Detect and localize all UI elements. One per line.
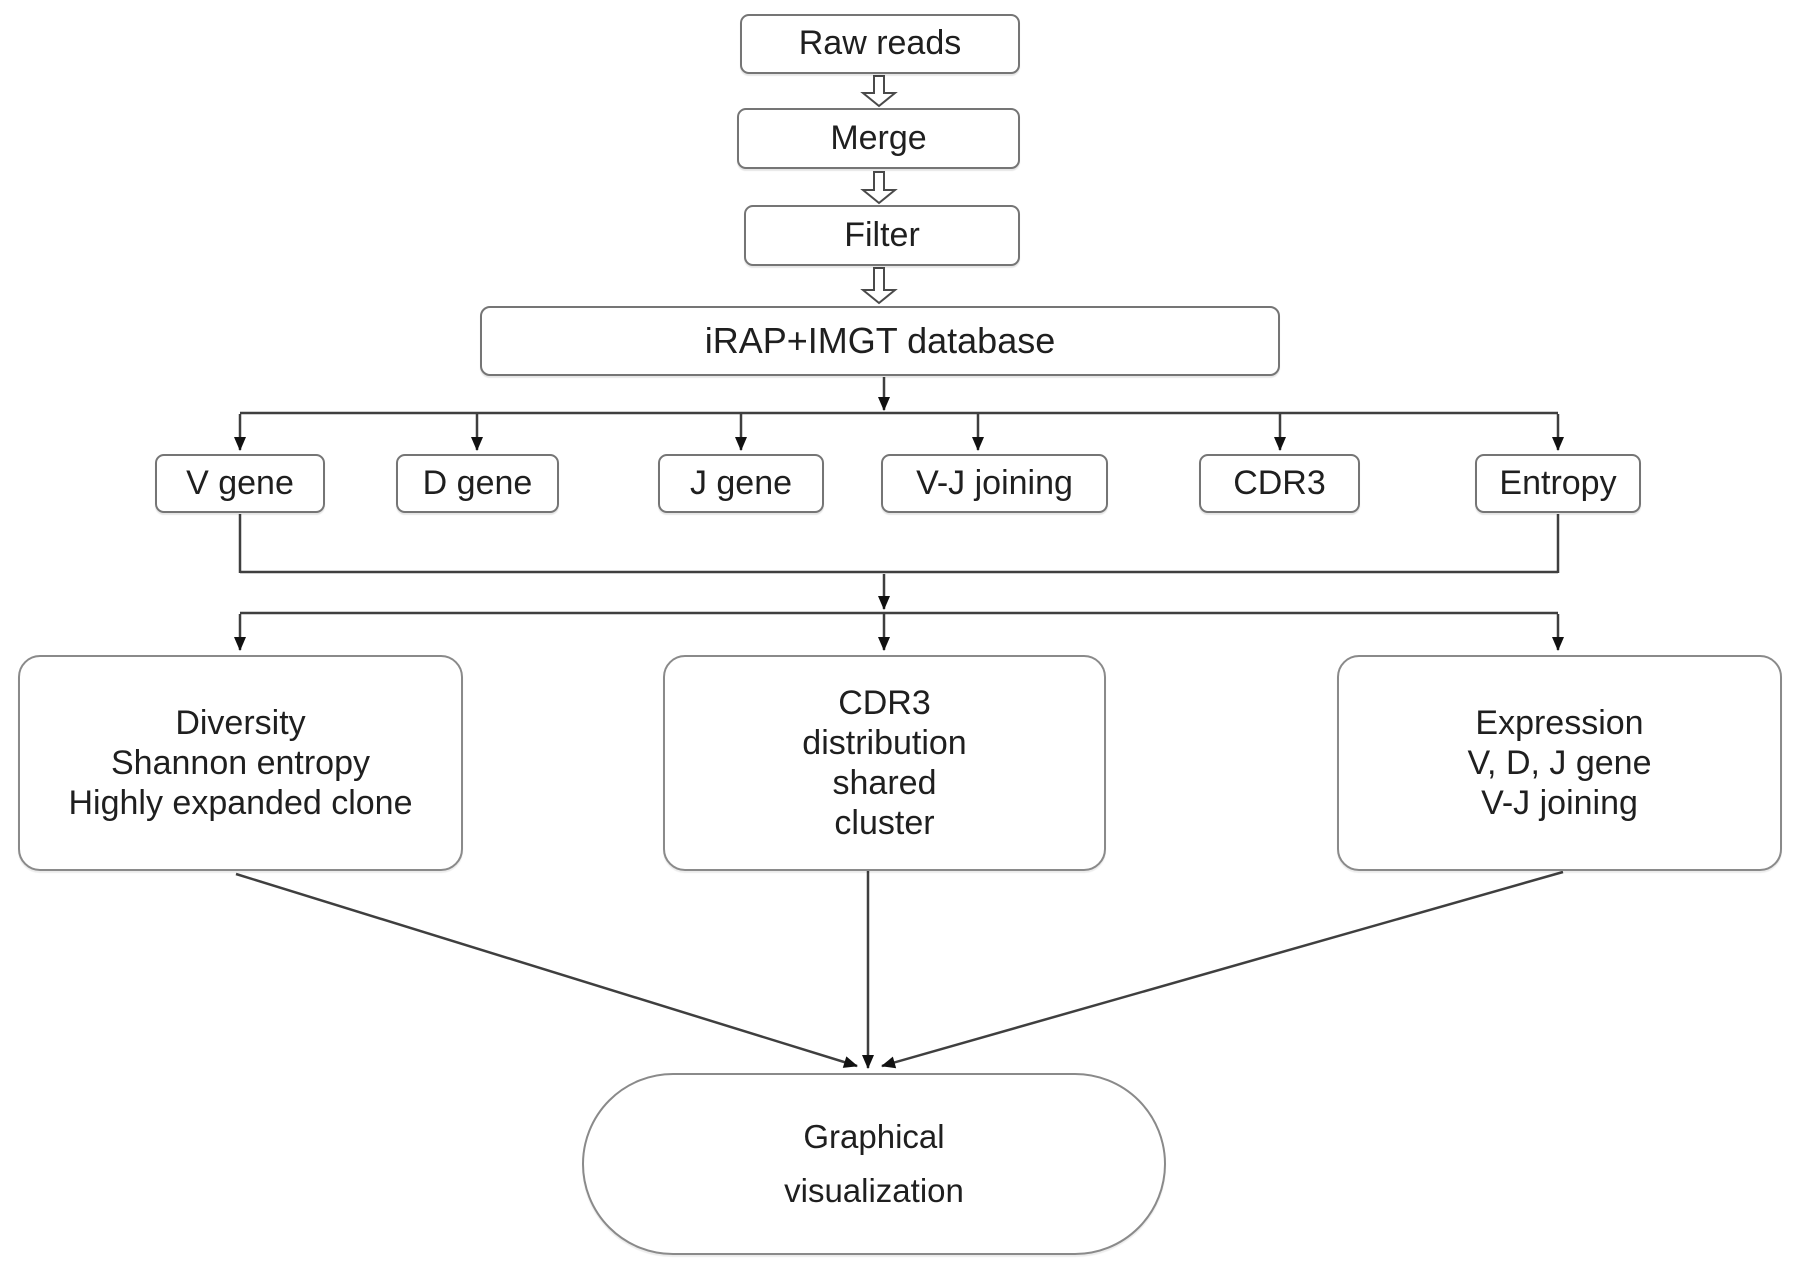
node-expression-summary: Expression V, D, J gene V-J joining <box>1337 655 1782 871</box>
node-v-gene-label: V gene <box>186 463 294 502</box>
node-cdr3-summary-lines: CDR3 distribution shared cluster <box>665 683 1104 843</box>
node-merge-label: Merge <box>830 118 927 157</box>
node-raw-reads-label: Raw reads <box>798 24 962 63</box>
node-d-gene-label: D gene <box>422 463 533 502</box>
node-v-gene: V gene <box>155 454 325 513</box>
node-vj-joining-label: V-J joining <box>916 463 1073 502</box>
node-d-gene: D gene <box>396 454 559 513</box>
summary-line: V, D, J gene <box>1467 744 1652 782</box>
node-entropy: Entropy <box>1475 454 1641 513</box>
summary-line: shared <box>832 764 937 802</box>
hollow-arrow-filter-to-database <box>860 267 898 305</box>
node-vj-joining: V-J joining <box>881 454 1108 513</box>
node-graphical-visualization-lines: Graphical visualization <box>584 1110 1164 1218</box>
node-expression-summary-lines: Expression V, D, J gene V-J joining <box>1339 703 1780 823</box>
node-graphical-visualization: Graphical visualization <box>582 1073 1166 1255</box>
output-line: Graphical <box>803 1118 945 1155</box>
node-entropy-label: Entropy <box>1499 463 1617 502</box>
node-irap-imgt-database-label: iRAP+IMGT database <box>704 320 1056 362</box>
hollow-arrow-raw-to-merge <box>860 75 898 108</box>
summary-line: cluster <box>834 804 935 842</box>
node-j-gene-label: J gene <box>689 463 793 502</box>
node-irap-imgt-database: iRAP+IMGT database <box>480 306 1280 376</box>
node-merge: Merge <box>737 108 1020 169</box>
hollow-arrow-merge-to-filter <box>860 171 898 205</box>
arrow-expression-to-output <box>881 870 1564 1069</box>
node-cdr3-summary: CDR3 distribution shared cluster <box>663 655 1106 871</box>
node-filter-label: Filter <box>844 215 920 254</box>
arrow-diversity-to-output <box>235 872 858 1068</box>
summary-line: Expression <box>1475 704 1644 742</box>
summary-line: Shannon entropy <box>111 744 370 782</box>
summary-line: CDR3 <box>838 684 931 722</box>
node-cdr3: CDR3 <box>1199 454 1360 513</box>
output-line: visualization <box>784 1172 964 1209</box>
node-diversity-summary: Diversity Shannon entropy Highly expande… <box>18 655 463 871</box>
node-j-gene: J gene <box>658 454 824 513</box>
node-diversity-summary-lines: Diversity Shannon entropy Highly expande… <box>20 703 461 823</box>
node-cdr3-label: CDR3 <box>1233 463 1326 502</box>
node-raw-reads: Raw reads <box>740 14 1020 74</box>
node-filter: Filter <box>744 205 1020 266</box>
summary-line: Highly expanded clone <box>68 784 413 822</box>
summary-line: V-J joining <box>1481 784 1638 822</box>
summary-line: Diversity <box>175 704 306 742</box>
summary-line: distribution <box>802 724 967 762</box>
